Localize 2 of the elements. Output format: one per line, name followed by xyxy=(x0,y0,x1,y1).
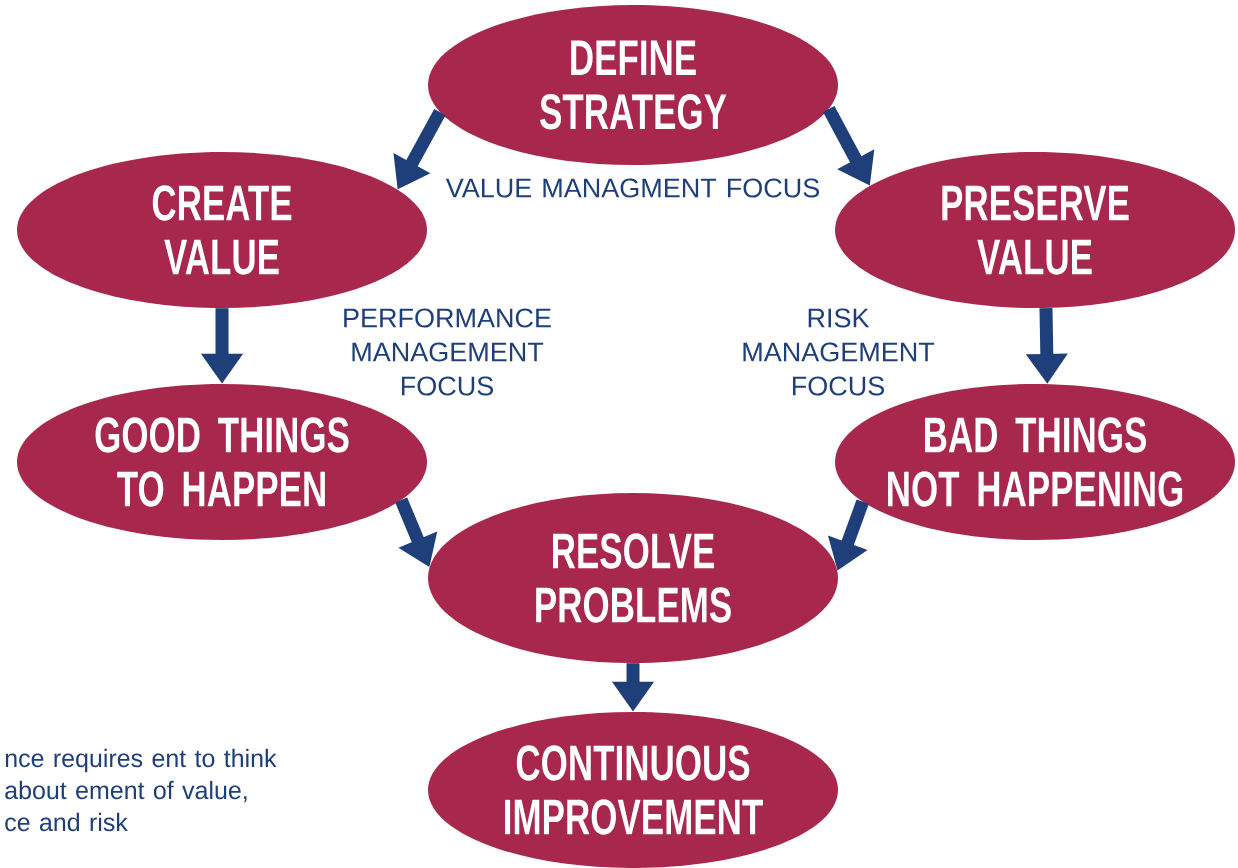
annotation-text: VALUE MANAGMENT FOCUS xyxy=(445,178,820,198)
annotation-text: nce requires ent to think about ement of value, ce and risk xyxy=(5,748,277,832)
